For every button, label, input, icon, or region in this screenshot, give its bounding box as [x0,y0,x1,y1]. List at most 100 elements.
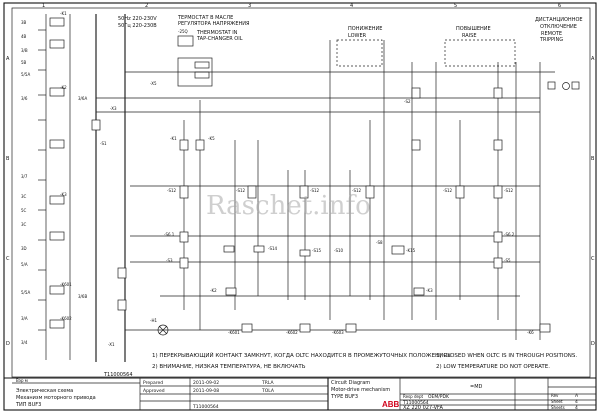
terminal-label: 5/5A [21,72,30,77]
row-c-right: C [591,256,595,262]
resp-value: OEM/PDK [428,394,450,400]
lower-dashed-box [336,39,383,67]
ref-s61: -S6.1 [164,232,175,237]
terminal-label: 5C [21,208,27,213]
row-d-left: D [6,341,10,347]
supply-label-ru: 50Гц 220-230В [118,23,157,29]
column-6: 6 [558,3,561,9]
remote-switch-symbol [547,81,580,90]
ru-title-3: ТИП BUF3 [15,402,41,408]
thermostat-symbol [177,35,213,87]
doc-number-small-right: T11000564 [402,400,429,406]
raise-label-en: RAISE [462,33,477,39]
row-a-left: A [6,56,10,62]
row-d-right: D [591,341,595,347]
ref-k602-coil: -K602 [286,330,298,335]
raise-dashed-box [444,39,516,67]
ref-k2: -K2 [60,85,67,90]
terminal-label: 3/4 [21,340,28,345]
ref-k3: -K3 [60,192,67,197]
terminal-label: 3/6A [78,96,87,101]
sheet-frame [3,2,597,411]
ref-s12-f: -S12 [504,188,514,193]
reference-number: T11000564 [103,372,133,378]
lower-label-ru: ПОНИЖЕНИЕ [348,26,382,32]
terminal-label: 3D [21,246,27,251]
bus-lines [95,14,555,362]
rev-value: A [575,393,579,399]
remote-label-ru1: ДИСТАНЦИОННОЕ [535,17,583,23]
column-4: 4 [350,3,353,9]
approved-by: TOLA [261,388,275,394]
ref-s14: -S14 [268,246,278,251]
terminal-label: 3B [21,20,27,25]
thermostat-ref: -25Q [178,29,188,34]
sheet-label: Вэр м [16,378,28,383]
ref-k601-coil: -K601 [228,330,240,335]
drawing-area-border [11,7,591,378]
ref-s12-b: -S12 [236,188,246,193]
note-1-ru: 1) ПЕРЕКРЫВАЮЩИЙ КОНТАКТ ЗАМКНУТ, КОГДА … [152,352,451,359]
sheets-count: 4 [575,405,578,411]
ref-s5: -S5 [504,258,511,263]
cross-wires [125,100,550,331]
note-2-ru: 2) ВНИМАНИЕ, НИЗКАЯ ТЕМПЕРАТУРА, НЕ ВКЛЮ… [152,364,306,370]
row-b-right: B [591,156,595,162]
ref-s10: -S10 [334,248,344,253]
rev-label: Rev [551,393,559,398]
row-markers: A B C D A B C D [6,56,595,347]
ref-h1: -H1 [150,318,157,323]
doc-title-2: Motor-drive mechanism [331,387,390,393]
approved-date: 2011-09-08 [193,388,219,394]
terminal-label: 3C [21,222,27,227]
code: =MD [470,384,483,390]
row-b-left: B [6,156,10,162]
terminal-label: 5B [21,60,27,65]
ref-s1: -S1 [100,141,107,146]
thermostat-label-en1: THERMOSTAT IN [196,30,238,36]
supply-label-en: 50Hz 220-230V [118,16,157,22]
contacts [91,87,551,336]
ref-k15: -K15 [406,248,416,253]
ref-k2-contact: -K2 [210,288,217,293]
prepared-label: Prepared [143,380,163,386]
doc-number: XZ 220 027-VFA [403,405,443,411]
terminal-label: 3/6B [78,294,87,299]
sheet-no-label: Sheet [551,399,563,404]
ref-s62: -S6.2 [504,232,515,237]
ref-k601: -K601 [60,282,72,287]
ref-s12-e: -S12 [443,188,453,193]
ref-k5: -K5 [208,136,215,141]
column-2: 2 [145,3,148,9]
approved-label: Approved [143,388,165,394]
row-a-right: A [591,56,595,62]
ref-s12-a: -S12 [167,188,177,193]
thermostat-label-ru2: РЕГУЛЯТОРА НАПРЯЖЕНИЯ [178,21,249,27]
sheets-label: Sheets [551,405,565,410]
thermostat-label-ru1: ТЕРМОСТАТ В МАСЛЕ [177,15,233,21]
remote-label-en1: REMOTE [541,31,562,37]
column-markers: 1 2 3 4 5 6 [42,3,561,9]
doc-title-1: Circuit Diagram [331,380,370,386]
ref-s2: -S2 [404,99,411,104]
ref-k6: -K6 [527,330,534,335]
column-5: 5 [454,3,457,9]
ref-k602: -K602 [60,316,72,321]
doc-title-3: TYPE BUF3 [330,394,358,400]
ref-x3: -X3 [110,106,117,111]
ref-x1: -X1 [108,342,115,347]
prepared-by: TRLA [261,380,274,386]
reference-labels: -K1 -K2 -K3 -K601 -K602 -S1 -K1 -K5 -S12… [60,11,534,347]
note-1-en: 1) CLOSED WHEN OLTC IS IN THROUGH POSITI… [436,353,577,359]
remote-label-ru2: ОТКЛЮЧЕНИЕ [540,24,577,30]
ref-k3-contact: -K3 [426,288,433,293]
terminal-label: 3/7 [21,174,28,179]
doc-number-small: T11000564 [192,404,219,410]
column-3: 3 [248,3,251,9]
lower-label-en: LOWER [348,33,367,39]
ref-s12-d: -S12 [352,188,362,193]
terminal-label: 3/B [21,48,28,53]
ref-x5: -X5 [150,81,157,86]
watermark: Raschet.info [206,191,371,221]
